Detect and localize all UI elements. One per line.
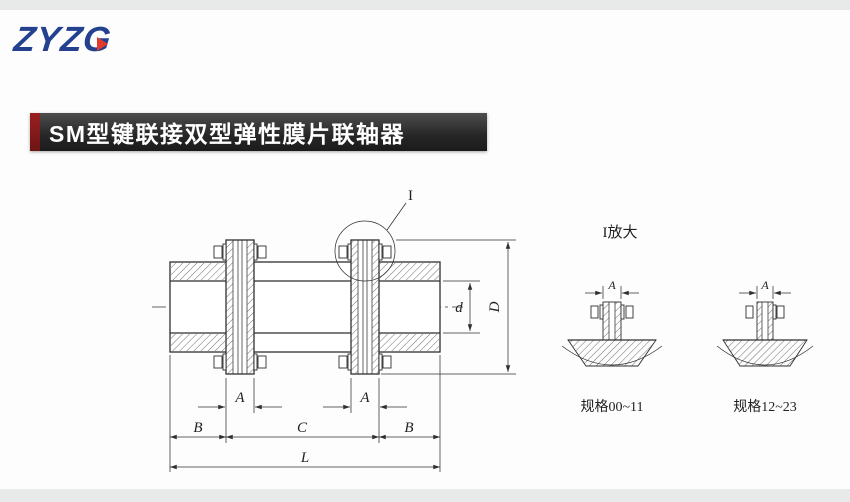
dimension-A-right: A — [323, 378, 407, 443]
dimension-D: D — [381, 239, 516, 375]
detail-right-caption: 规格12~23 — [733, 399, 797, 415]
detail-left-dim-a: A — [607, 278, 616, 292]
dim-label-b-right: B — [404, 420, 413, 436]
dim-label-l: L — [300, 450, 309, 466]
detail-circle — [334, 220, 396, 282]
detail-section-title: I放大 — [603, 224, 638, 241]
bolt-nut-icon — [257, 355, 267, 369]
bottom-gray-strip — [0, 489, 850, 502]
dimension-d: d — [443, 280, 480, 334]
detail-view-left: A 规格00~11 — [561, 278, 663, 415]
detail-right-dim-a: A — [760, 278, 769, 292]
dimension-L: L — [170, 450, 440, 470]
left-flange-joint — [213, 239, 267, 375]
page-title: SM型键联接双型弹性膜片联轴器 — [49, 121, 405, 147]
dim-label-D: D — [487, 301, 503, 313]
bolt-head-icon — [213, 245, 223, 259]
main-view: I — [152, 188, 463, 375]
dimension-A-left: A — [198, 378, 282, 443]
bolt-nut-icon — [625, 305, 634, 319]
dim-label-a-right: A — [359, 390, 370, 406]
top-gray-strip — [0, 0, 850, 10]
bolt-head-icon — [213, 355, 223, 369]
dim-label-b-left: B — [193, 420, 202, 436]
bolt-nut-icon — [257, 245, 267, 259]
coupling-body — [169, 261, 441, 353]
detail-view-right: A 规格12~23 — [716, 278, 814, 415]
bolt-head-icon — [338, 355, 348, 369]
bolt-nut-icon — [776, 305, 785, 319]
dim-label-d: d — [455, 300, 463, 316]
detail-ref-label: I — [408, 188, 413, 204]
bolt-nut-icon — [382, 245, 392, 259]
detail-left-caption: 规格00~11 — [580, 399, 643, 415]
logo-red-accent-icon — [97, 37, 108, 51]
dim-label-c: C — [297, 420, 308, 436]
bolt-head-icon — [590, 305, 599, 319]
bolt-head-icon — [745, 305, 754, 319]
dimension-B-C-B: B C B — [169, 355, 441, 472]
title-banner: SM型键联接双型弹性膜片联轴器 — [30, 113, 487, 151]
right-flange-joint — [338, 239, 392, 375]
detail-leader-line — [386, 202, 407, 231]
banner-accent-bar — [30, 113, 40, 151]
bolt-nut-icon — [382, 355, 392, 369]
dim-label-a-left: A — [234, 390, 245, 406]
bolt-head-icon — [338, 245, 348, 259]
